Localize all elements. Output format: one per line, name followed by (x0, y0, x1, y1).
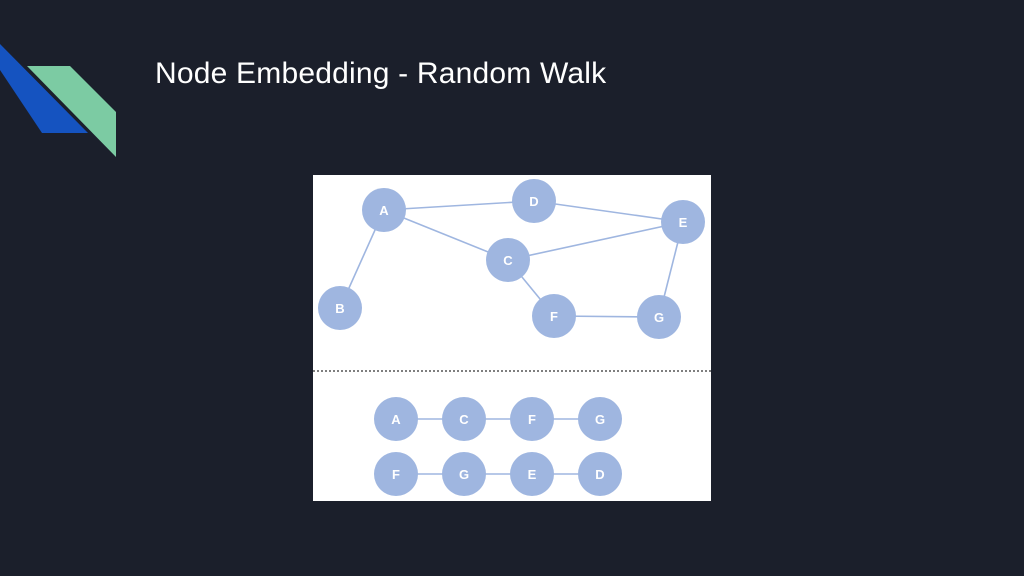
graph-node-c: C (486, 238, 530, 282)
walk-node-c-circle (442, 397, 486, 441)
graph-node-a-circle (362, 188, 406, 232)
accent-green-stripe (27, 66, 116, 157)
walk-node-d-circle (578, 452, 622, 496)
walk-node-d-label: D (595, 467, 604, 482)
graph-node-f-label: F (550, 309, 558, 324)
walk-node-e: E (510, 452, 554, 496)
walk-node-g-label: G (459, 467, 469, 482)
corner-accent-graphic (0, 44, 116, 157)
walk-node-g: G (442, 452, 486, 496)
graph-node-b-label: B (335, 301, 344, 316)
graph-node-c-circle (486, 238, 530, 282)
graph-node-c-label: C (503, 253, 513, 268)
accent-blue-stripe (0, 44, 88, 133)
random-walk-diagram: A B C D E F G A C F G F G E D (313, 179, 711, 496)
graph-node-e-circle (661, 200, 705, 244)
walk-node-f-label: F (392, 467, 400, 482)
walk-node-f-circle (374, 452, 418, 496)
graph-node-a: A (362, 188, 406, 232)
slide-title: Node Embedding - Random Walk (155, 57, 607, 90)
walk-node-g-circle (578, 397, 622, 441)
random-walk-figure: A B C D E F G A C F G F G E D (313, 175, 711, 501)
graph-nodes: A B C D E F G (318, 179, 705, 339)
graph-node-f: F (532, 294, 576, 338)
walk-node-e-label: E (528, 467, 537, 482)
graph-edge-c-e (507, 221, 684, 261)
graph-node-d: D (512, 179, 556, 223)
walk-node-a-label: A (391, 412, 401, 427)
walk-node-f: F (374, 452, 418, 496)
graph-node-e: E (661, 200, 705, 244)
walk-node-f: F (510, 397, 554, 441)
graph-node-g: G (637, 295, 681, 339)
walk-node-f-circle (510, 397, 554, 441)
graph-edge-a-c (383, 209, 509, 261)
walk-node-g-label: G (595, 412, 605, 427)
graph-node-b: B (318, 286, 362, 330)
walk-node-g: G (578, 397, 622, 441)
walk-node-f-label: F (528, 412, 536, 427)
walk-node-d: D (578, 452, 622, 496)
graph-node-g-label: G (654, 310, 664, 325)
walk-node-c-label: C (459, 412, 469, 427)
graph-node-a-label: A (379, 203, 389, 218)
graph-edge-d-e (533, 200, 684, 223)
graph-node-b-circle (318, 286, 362, 330)
walk-node-c: C (442, 397, 486, 441)
graph-node-d-circle (512, 179, 556, 223)
graph-node-g-circle (637, 295, 681, 339)
walk-node-a: A (374, 397, 418, 441)
graph-node-e-label: E (679, 215, 688, 230)
graph-edge-a-d (383, 200, 535, 211)
walk-node-g-circle (442, 452, 486, 496)
graph-node-d-label: D (529, 194, 538, 209)
graph-node-f-circle (532, 294, 576, 338)
walk-node-a-circle (374, 397, 418, 441)
random-walk-sequences: A C F G F G E D (374, 397, 622, 496)
walk-node-e-circle (510, 452, 554, 496)
